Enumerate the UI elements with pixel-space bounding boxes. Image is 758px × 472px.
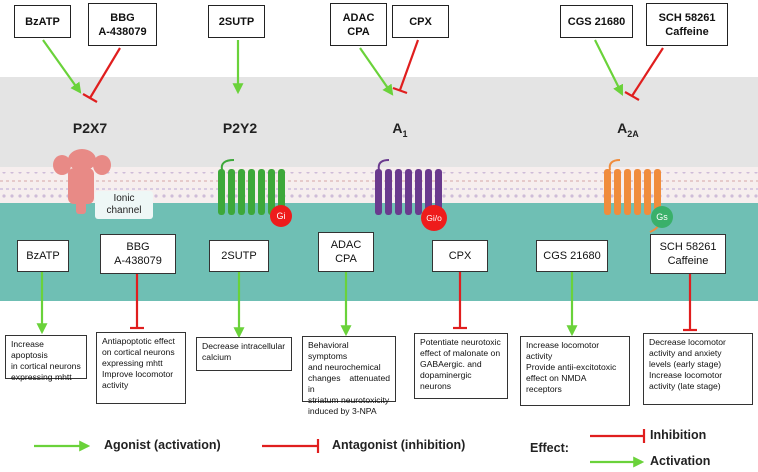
effect-box-locomotor-increase: Increase locomotor activity Provide anti… [520,336,630,406]
gio-protein: Gi/o [421,205,447,231]
effect-box-behavioral: Behavioral symptoms and neurochemical ch… [302,336,396,416]
legend-antagonist: Antagonist (inhibition) [332,438,466,452]
effect-box-locomotor-decrease: Decrease locomotor activity and anxiety … [643,333,753,405]
legend-agonist: Agonist (activation) [104,438,221,452]
p2y2-receptor-shape [218,159,285,215]
effect-box-apoptosis: Increase apoptosis in cortical neurons e… [5,335,87,382]
legend-inhibition: Inhibition [650,428,707,442]
effect-box-calcium: Decrease intracellular calcium [196,337,292,371]
gs-protein: Gs [651,206,673,228]
legend-effect: Effect: [530,441,569,455]
top-box-2sutp: 2SUTP [208,5,265,38]
top-box-cgs: CGS 21680 [560,5,633,38]
top-box-adac-cpa: ADAC CPA [330,3,387,46]
extracellular-band [0,77,758,167]
lower-agonist-arrows [36,272,578,339]
receptor-label-p2y2: P2Y2 [222,120,258,136]
p2x7-channel-shape [53,149,111,214]
top-box-bbg: BBG A-438079 [88,3,157,46]
top-box-bzatp: BzATP [14,5,71,38]
receptor-label-a2a: A2A [617,120,639,139]
mid-box-sch: SCH 58261 Caffeine [650,234,726,274]
lower-antagonist-arrows [130,272,697,332]
legend-arrows [34,429,646,468]
top-antagonist-arrows [82,39,664,103]
effect-box-malonate: Potentiate neurotoxic effect of malonate… [414,333,508,399]
mid-box-bbg: BBG A-438079 [100,234,176,274]
mid-box-cpx: CPX [432,240,488,272]
a1-receptor-shape [375,159,442,215]
mid-box-adac-cpa: ADAC CPA [318,232,374,272]
effect-box-antiapoptotic: Antiapoptotic effect on cortical neurons… [96,332,186,404]
legend-activation: Activation [650,454,711,468]
receptor-label-a1: A1 [392,120,408,139]
gi-protein: Gi [270,205,292,227]
top-box-cpx: CPX [392,5,449,38]
mid-box-cgs: CGS 21680 [536,240,608,272]
mid-box-bzatp: BzATP [17,240,69,272]
mid-box-2sutp: 2SUTP [209,240,269,272]
receptor-label-p2x7: P2X7 [72,120,108,136]
a2a-receptor-shape [604,159,661,233]
top-box-sch: SCH 58261 Caffeine [646,3,728,46]
top-agonist-arrows [42,39,623,96]
ionic-channel-label: Ionic channel [95,191,153,219]
